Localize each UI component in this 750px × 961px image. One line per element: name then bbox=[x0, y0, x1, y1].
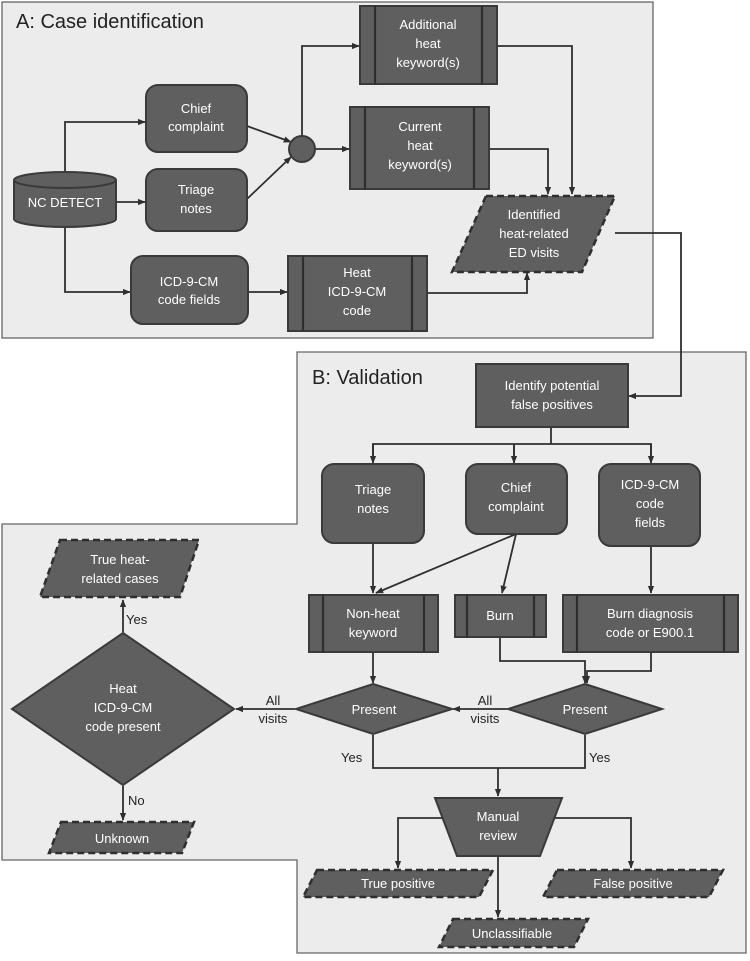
node-label-line: Current bbox=[398, 119, 442, 134]
node-label-line: Unclassifiable bbox=[472, 926, 552, 941]
node-label-line: ICD-9-CM bbox=[94, 700, 153, 715]
junction-node bbox=[288, 135, 316, 163]
edge-chief-nonheat bbox=[375, 533, 517, 594]
node-chief-complaint-b: Chief complaint bbox=[465, 463, 568, 535]
node-unclassifiable: Unclassifiable bbox=[436, 917, 591, 949]
node-chief-complaint-a: Chief complaint bbox=[145, 84, 248, 153]
node-true-positive: True positive bbox=[300, 868, 496, 899]
node-icd-code-fields-a: ICD-9-CM code fields bbox=[130, 255, 249, 325]
node-label-line: keyword(s) bbox=[396, 55, 460, 70]
node-label-line: related cases bbox=[81, 571, 159, 586]
node-label-line: ICD-9-CM bbox=[160, 274, 219, 289]
node-label-line: review bbox=[479, 828, 517, 843]
edge-chief-burn bbox=[500, 533, 517, 594]
node-label-line: ICD-9-CM bbox=[621, 477, 680, 492]
node-true-heat-cases: True heat- related cases bbox=[38, 538, 201, 599]
edge-label-all-visits-right: visits bbox=[471, 711, 500, 726]
edge-label-yes-left: Yes bbox=[341, 750, 363, 765]
edge-label-yes-right: Yes bbox=[589, 750, 611, 765]
node-label-line: Present bbox=[563, 702, 608, 717]
node-nc-detect: NC DETECT bbox=[13, 171, 117, 228]
node-label-line: complaint bbox=[488, 499, 544, 514]
node-non-heat-keyword: Non-heat keyword bbox=[308, 594, 439, 653]
node-label-line: Triage bbox=[178, 182, 214, 197]
node-label-line: heat bbox=[407, 138, 433, 153]
node-label-line: code or E900.1 bbox=[606, 625, 694, 640]
node-label-line: ICD-9-CM bbox=[328, 284, 387, 299]
node-label-line: keyword bbox=[349, 625, 397, 640]
node-label-line: code fields bbox=[158, 292, 221, 307]
node-label-line: keyword(s) bbox=[388, 157, 452, 172]
node-nc-detect-label: NC DETECT bbox=[28, 195, 102, 210]
node-label-line: notes bbox=[180, 201, 212, 216]
section-b-title: B: Validation bbox=[312, 367, 423, 389]
node-current-heat-keywords: Current heat keyword(s) bbox=[349, 106, 490, 190]
node-label-line: Manual bbox=[477, 809, 520, 824]
edge-label-all-visits-left: visits bbox=[259, 711, 288, 726]
edge-review-false bbox=[548, 817, 635, 869]
node-unknown: Unknown bbox=[47, 820, 196, 855]
node-burn-diagnosis-code: Burn diagnosis code or E900.1 bbox=[562, 594, 739, 653]
node-label-line: Unknown bbox=[95, 831, 149, 846]
edge-current-identified bbox=[489, 148, 552, 195]
node-identify-false-positives: Identify potential false positives bbox=[475, 363, 629, 428]
node-heat-icd-present: Heat ICD-9-CM code present bbox=[10, 631, 236, 787]
node-present-right: Present bbox=[504, 682, 666, 736]
edge-ncdetect-icd bbox=[64, 224, 131, 296]
node-label-line: code bbox=[636, 496, 664, 511]
node-manual-review: Manual review bbox=[433, 797, 564, 857]
node-label-line: notes bbox=[357, 501, 389, 516]
node-heat-icd-code: Heat ICD-9-CM code bbox=[287, 255, 428, 332]
node-label-line: Burn bbox=[486, 608, 513, 623]
edge-chief-junction bbox=[246, 125, 292, 143]
node-triage-notes-a: Triage notes bbox=[145, 168, 248, 232]
edge-label-no-unknown: No bbox=[128, 793, 145, 808]
edge-junction-additional bbox=[301, 42, 360, 136]
node-label-line: Identified bbox=[508, 207, 561, 222]
edge-burn-present bbox=[499, 637, 589, 684]
node-icd-code-fields-b: ICD-9-CM code fields bbox=[598, 463, 701, 547]
node-label-line: True positive bbox=[361, 876, 435, 891]
node-false-positive: False positive bbox=[540, 868, 726, 899]
node-label-line: True heat- bbox=[90, 552, 150, 567]
node-label-line: Triage bbox=[355, 482, 391, 497]
node-label-line: heat bbox=[415, 36, 441, 51]
node-label-line: fields bbox=[635, 515, 666, 530]
node-label-line: code present bbox=[85, 719, 161, 734]
node-label-line: heat-related bbox=[499, 226, 568, 241]
node-present-left: Present bbox=[292, 682, 456, 736]
edge-burndx-present bbox=[583, 652, 652, 684]
node-additional-heat-keywords: Additional heat keyword(s) bbox=[359, 5, 498, 85]
node-label-line: Non-heat bbox=[346, 606, 400, 621]
node-burn: Burn bbox=[454, 594, 547, 638]
node-label-line: Present bbox=[352, 702, 397, 717]
node-label-line: Additional bbox=[399, 17, 456, 32]
edge-ncdetect-chief bbox=[64, 118, 146, 174]
edge-triage-junction bbox=[246, 156, 292, 200]
node-label-line: Burn diagnosis bbox=[607, 606, 693, 621]
node-label-line: Heat bbox=[109, 681, 137, 696]
node-label-line: Chief bbox=[181, 101, 212, 116]
node-label-line: Identify potential bbox=[505, 378, 600, 393]
edge-review-true bbox=[394, 817, 449, 869]
section-a-title: A: Case identification bbox=[16, 11, 204, 33]
node-label-line: code bbox=[343, 303, 371, 318]
edge-label-all-visits-right: All bbox=[478, 693, 493, 708]
edge-label-all-visits-left: All bbox=[266, 693, 281, 708]
node-triage-notes-b: Triage notes bbox=[321, 463, 425, 544]
edge-label-yes-true-cases: Yes bbox=[126, 612, 148, 627]
edge-heatcode-identified bbox=[427, 272, 531, 294]
edge-additional-identified bbox=[497, 45, 576, 195]
node-label-line: Heat bbox=[343, 265, 371, 280]
node-label-line: false positives bbox=[511, 397, 593, 412]
node-label-line: False positive bbox=[593, 876, 672, 891]
node-label-line: Chief bbox=[501, 480, 532, 495]
node-label-line: complaint bbox=[168, 119, 224, 134]
edge-present-merge bbox=[372, 735, 586, 769]
node-identified-heat-visits: Identified heat-related ED visits bbox=[450, 194, 617, 274]
node-label-line: ED visits bbox=[509, 245, 560, 260]
edge-identified-falsepositives bbox=[615, 232, 682, 400]
